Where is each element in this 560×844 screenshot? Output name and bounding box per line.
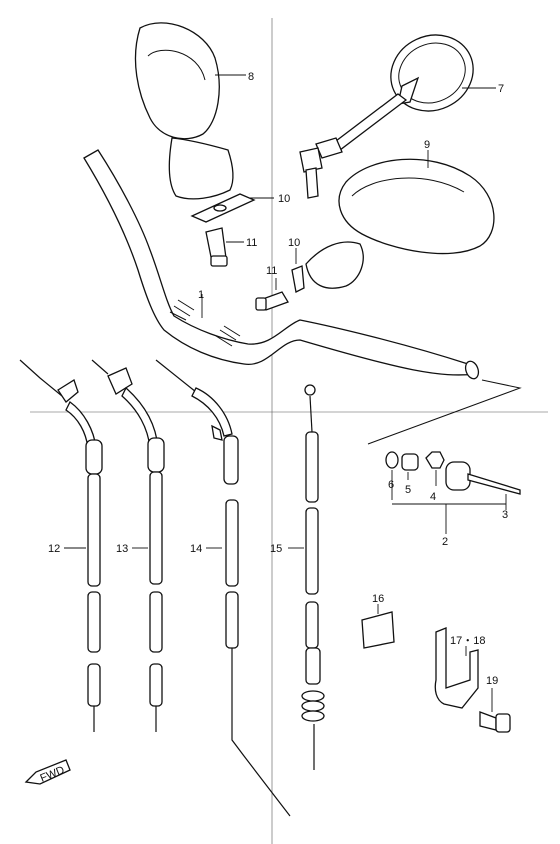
cable-clamp-part[interactable]: [434, 627, 479, 709]
callout-3: 3: [502, 509, 508, 521]
right-mirror-part[interactable]: [305, 150, 495, 289]
forward-indicator: FWD: [24, 759, 71, 785]
left-spacer-part[interactable]: [190, 193, 274, 223]
callout-14: 14: [190, 543, 202, 555]
bar-end-assembly[interactable]: [385, 451, 521, 534]
callout-12: 12: [48, 543, 60, 555]
callout-2: 2: [442, 536, 448, 548]
callout-13: 13: [116, 543, 128, 555]
callout-10-right: 10: [288, 237, 300, 249]
callout-7: 7: [498, 83, 504, 95]
right-spacer-part[interactable]: [291, 248, 305, 293]
callout-16: 16: [372, 593, 384, 605]
choke-cable-15-part[interactable]: [288, 384, 325, 770]
callout-8: 8: [248, 71, 254, 83]
left-mirror-part[interactable]: [134, 22, 246, 200]
throttle-cable-13-part[interactable]: [91, 359, 165, 732]
handlebar-part[interactable]: [83, 149, 522, 445]
left-bolt-part[interactable]: [205, 227, 244, 267]
callout-19: 19: [486, 675, 498, 687]
callout-1: 1: [198, 289, 204, 301]
callout-6: 6: [388, 479, 394, 491]
callout-10-left: 10: [278, 193, 290, 205]
callout-15: 15: [270, 543, 282, 555]
fwd-label: FWD: [39, 764, 67, 785]
callout-9: 9: [424, 139, 430, 151]
clamp-bolt-part[interactable]: [479, 688, 511, 733]
label-part[interactable]: [361, 604, 395, 649]
right-round-mirror-part[interactable]: [299, 22, 496, 199]
callout-4: 4: [430, 491, 436, 503]
clutch-cable-14-part[interactable]: [155, 359, 291, 817]
callout-11-left: 11: [246, 237, 257, 249]
right-bolt-part[interactable]: [255, 278, 289, 311]
callout-11-right: 11: [266, 265, 277, 277]
throttle-cable-12-part[interactable]: [19, 359, 103, 732]
callout-17-18: 17・18: [450, 635, 485, 647]
callout-5: 5: [405, 484, 411, 496]
